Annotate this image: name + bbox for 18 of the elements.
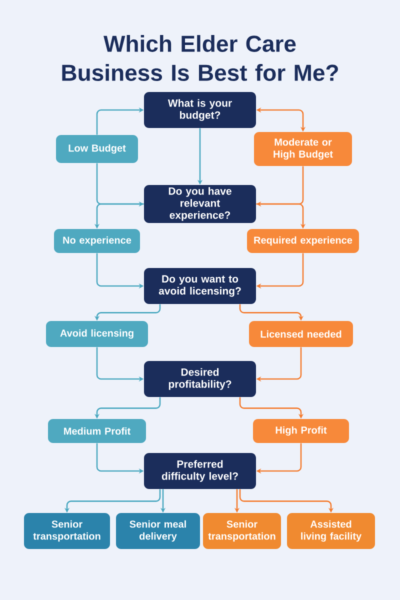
answer-box: Medium Profit <box>48 419 146 443</box>
title: Which Elder Care Business Is Best for Me? <box>62 35 338 81</box>
answer-box: High Profit <box>253 419 349 443</box>
result-box: Assisted living facility <box>287 513 375 549</box>
question-box: Desired profitability? <box>144 361 256 397</box>
question-box: Preferred difficulty level? <box>144 453 256 489</box>
question-box: What is your budget? <box>144 92 256 128</box>
answer-box: Licensed needed <box>249 321 353 347</box>
answer-box: Moderate or High Budget <box>254 132 352 166</box>
question-box: Do you have relevant experience? <box>144 185 256 223</box>
result-box: Senior transportation <box>203 513 281 549</box>
answer-box: Low Budget <box>56 135 138 163</box>
result-box: Senior meal delivery <box>116 513 200 549</box>
answer-box: No experience <box>54 229 140 253</box>
answer-box: Required experience <box>247 229 359 253</box>
result-box: Senior transportation <box>24 513 110 549</box>
question-box: Do you want to avoid licensing? <box>144 268 256 304</box>
answer-box: Avoid licensing <box>46 321 148 347</box>
